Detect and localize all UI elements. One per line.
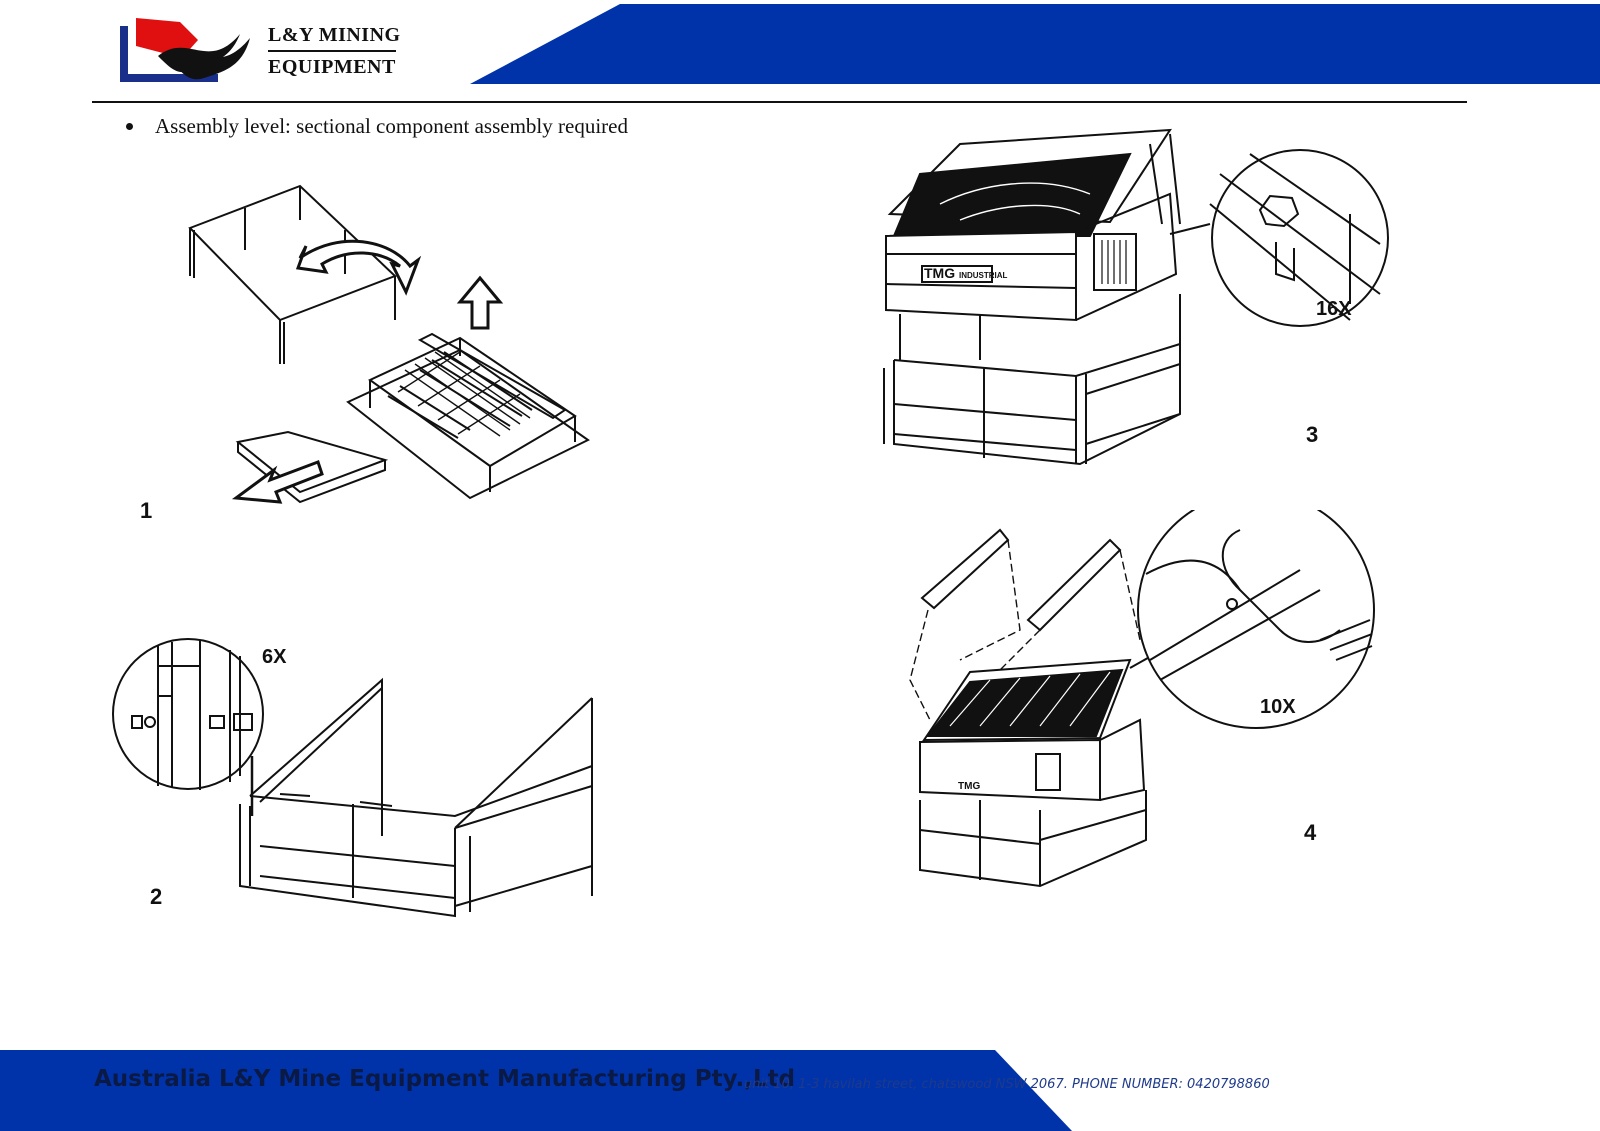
figure-step-3 (883, 128, 1389, 466)
assembly-level-bullet: Assembly level: sectional component asse… (126, 114, 628, 139)
assembly-level-text: Assembly level: sectional component asse… (155, 114, 628, 138)
header-blue-stripe (470, 4, 1600, 84)
logo-text: L&Y MINING EQUIPMENT (268, 20, 401, 82)
footer-company-name: Australia L&Y Mine Equipment Manufacturi… (94, 1066, 796, 1092)
figure-step-1 (188, 184, 590, 504)
machine-brand-label-step-4: TMG (958, 781, 980, 792)
logo-line2: EQUIPMENT (268, 50, 396, 82)
bullet-dot (126, 122, 133, 130)
step-number-4: 4 (1304, 820, 1317, 845)
machine-brand: TMG (924, 265, 956, 281)
footer-blue-stripe (0, 1050, 1072, 1131)
company-logo-mark (120, 18, 250, 82)
step-number-2: 2 (150, 884, 163, 909)
figure-step-2 (112, 638, 593, 918)
logo-line1: L&Y MINING (268, 24, 401, 46)
header-band (470, 4, 1600, 84)
machine-brand: TMG (958, 781, 981, 792)
figure-step-4 (909, 510, 1375, 888)
footer-address: unit 10, 1-3 havilah street, chatswood N… (744, 1077, 1270, 1092)
footer-band (0, 1050, 1072, 1131)
quantity-label-step-4: 10X (1260, 696, 1296, 718)
quantity-label-step-2: 6X (262, 646, 287, 668)
machine-brand-label-step-3: TMG INDUSTRIAL (924, 265, 1007, 281)
quantity-label-step-3: 16X (1316, 298, 1352, 320)
step-number-1: 1 (140, 498, 153, 523)
header-divider (92, 101, 1467, 103)
step-number-3: 3 (1306, 422, 1319, 447)
machine-brand-sub: INDUSTRIAL (959, 271, 1008, 280)
